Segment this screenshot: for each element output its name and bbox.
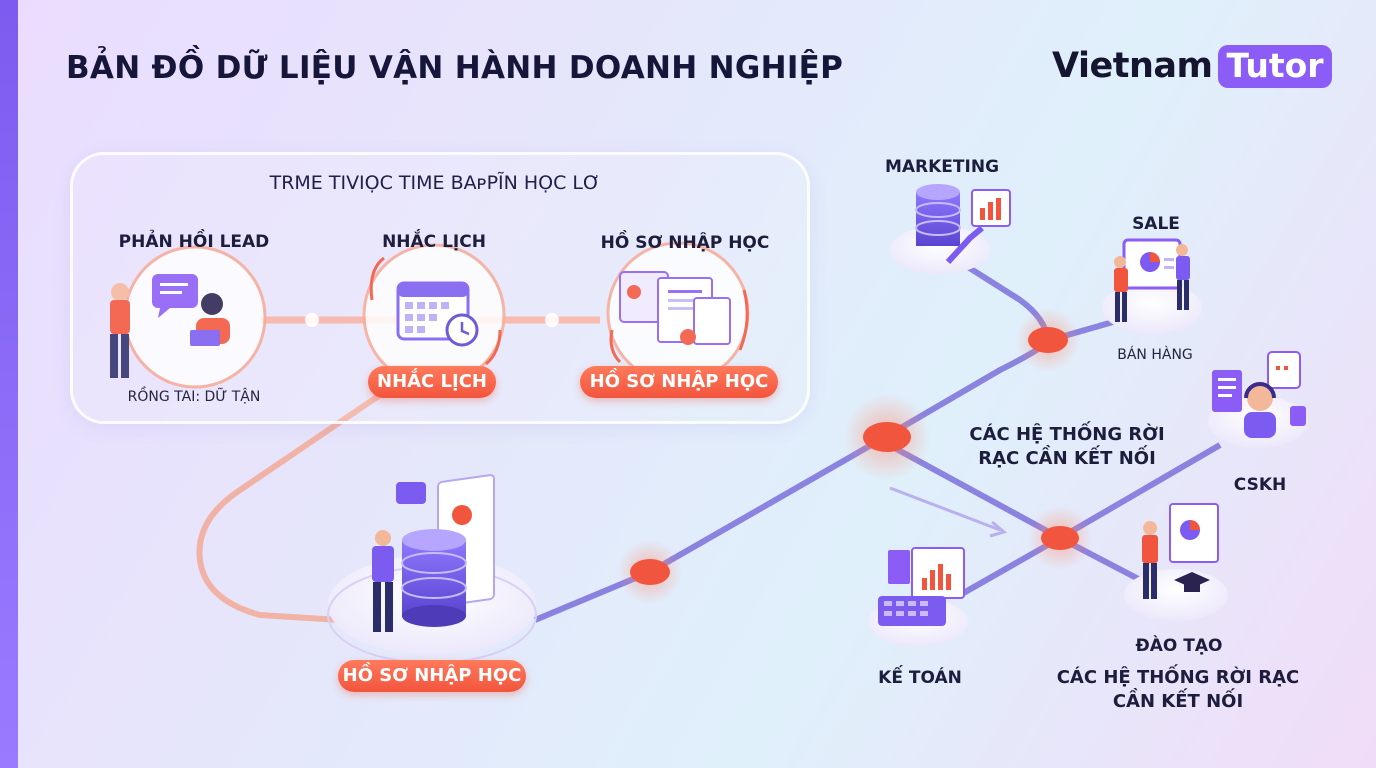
page-title: BẢN ĐỒ DỮ LIỆU VẬN HÀNH DOANH NGHIỆP [66, 50, 844, 86]
central-database-pill[interactable]: HỒ SƠ NHẬP HỌC [338, 660, 526, 692]
marketing-icon [890, 184, 1011, 274]
logo-text-tutor: Tutor [1218, 44, 1332, 88]
dept-label-training: ĐÀO TẠO [1135, 636, 1223, 656]
dept-label-cskh: CSKH [1233, 475, 1287, 495]
documents-icon [606, 241, 750, 385]
step-pill-enrollment[interactable]: HỒ SƠ NHẬP HỌC [580, 366, 778, 398]
sale-icon [1102, 238, 1202, 334]
brand-logo[interactable]: Vietnam Tutor [1052, 42, 1332, 90]
step-label-reminder: NHẮC LỊCH [382, 232, 486, 252]
dept-caption-sale: BÁN HÀNG [1117, 347, 1193, 363]
calendar-icon [362, 243, 506, 387]
logo-text-vietnam: Vietnam [1052, 46, 1213, 86]
left-accent-bar [0, 0, 18, 768]
dept-label-accounting: KẾ TOÁN [878, 668, 962, 688]
step-caption-lead-feedback: RỒNG TAI: DỮ TẬN [127, 389, 261, 405]
training-icon [1124, 503, 1228, 621]
lead-feedback-icon [110, 245, 267, 389]
step-label-enrollment: HỒ SƠ NHẬP HỌC [600, 233, 770, 253]
hub-nodes [305, 308, 1092, 604]
accounting-icon [868, 547, 968, 646]
training-caption: CÁC HỆ THỐNG RỜI RẠC CẦN KẾT NỐI [1056, 667, 1300, 712]
central-database-icon [327, 474, 537, 664]
customer-support-icon [1208, 351, 1308, 448]
step-label-lead-feedback: PHẢN HỒI LEAD [118, 232, 270, 252]
panel-title: TRME TIVIỌC TIME BAᴘPĨN HỌC LƠ [269, 172, 601, 194]
step-pill-reminder[interactable]: NHẮC LỊCH [368, 366, 496, 398]
dept-label-marketing: MARKETING [884, 157, 1000, 177]
disconnected-systems-label: CÁC HỆ THỐNG RỜI RẠC CẦN KẾT NỐI [969, 424, 1165, 469]
dept-label-sale: SALE [1132, 214, 1180, 234]
